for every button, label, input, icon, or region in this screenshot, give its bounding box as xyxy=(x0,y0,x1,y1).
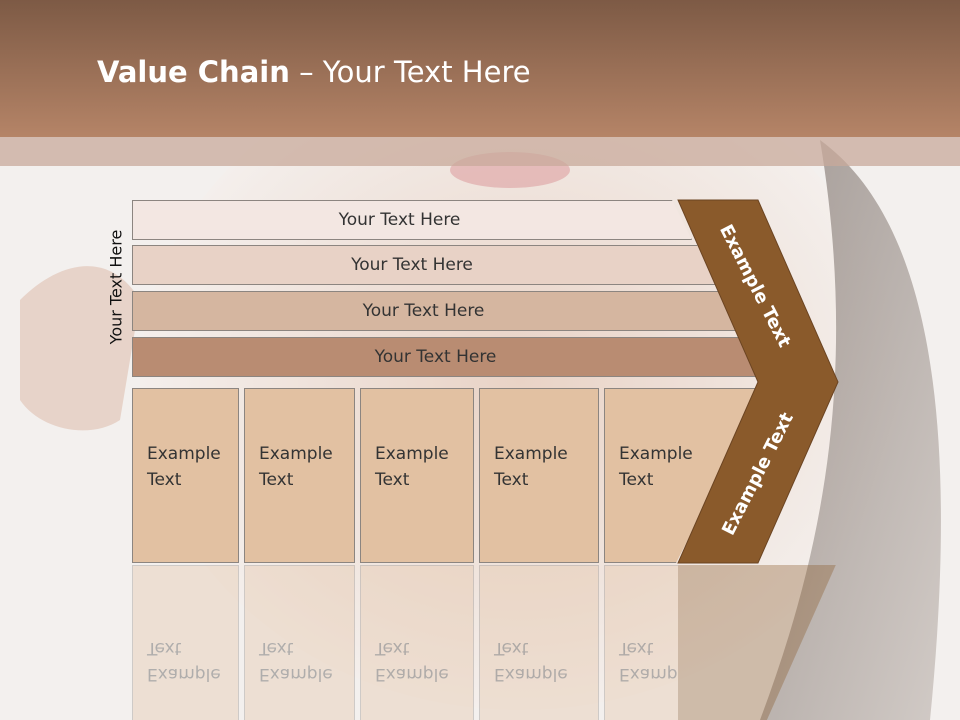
activity-box-1: Example Text xyxy=(132,388,239,563)
value-chain-bar-1: Your Text Here xyxy=(132,200,692,240)
bar-label: Your Text Here xyxy=(338,210,461,230)
box-line2: Text xyxy=(494,470,529,490)
bar-label: Your Text Here xyxy=(351,255,473,275)
title-bold: Value Chain xyxy=(97,55,290,89)
value-chain-bar-3: Your Text Here xyxy=(132,291,740,331)
box-line1: Example xyxy=(375,444,449,464)
activity-box-3: Example Text xyxy=(360,388,474,563)
header-strip xyxy=(0,137,960,166)
chevron-shape xyxy=(677,199,839,564)
box-line1: Example xyxy=(619,444,693,464)
box-line2: Text xyxy=(259,470,294,490)
title-rest: – Your Text Here xyxy=(289,55,531,89)
reflection: Example Text Example Text Example Text E… xyxy=(0,565,960,720)
box-line1: Example xyxy=(147,444,221,464)
box-line2: Text xyxy=(619,470,654,490)
title-header-band xyxy=(0,0,960,137)
activity-box-4: Example Text xyxy=(479,388,599,563)
value-chain-bar-4: Your Text Here xyxy=(132,337,764,377)
box-line2: Text xyxy=(147,470,182,490)
slide-title: Value Chain – Your Text Here xyxy=(97,55,531,89)
box-line1: Example xyxy=(494,444,568,464)
activity-box-2: Example Text xyxy=(244,388,355,563)
bar-label: Your Text Here xyxy=(362,301,485,321)
box-line1: Example xyxy=(259,444,333,464)
reflect-chevron xyxy=(678,565,838,720)
box-line2: Text xyxy=(375,470,410,490)
value-chain-bar-2: Your Text Here xyxy=(132,245,717,285)
bar-label: Your Text Here xyxy=(374,347,497,367)
